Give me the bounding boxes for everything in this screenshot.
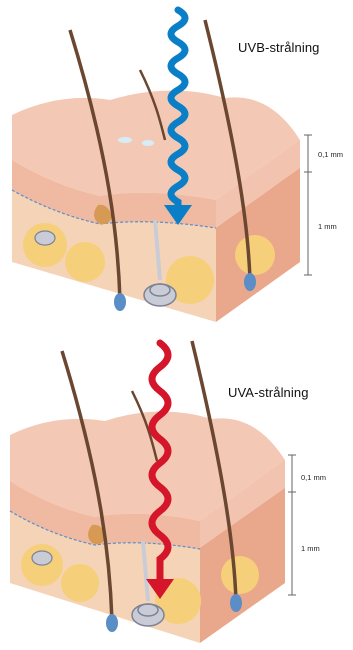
uvb-title: UVB-strålning — [238, 40, 320, 55]
hair-bulb — [230, 594, 242, 612]
scale-epidermis-label: 0,1 mm — [318, 150, 343, 159]
hair-bulb — [244, 273, 256, 291]
sweat-gland-small — [35, 231, 55, 245]
fat-cell — [221, 556, 259, 594]
sweat-gland-small — [32, 551, 52, 565]
skin-cross-section-uva — [0, 325, 353, 650]
uva-title: UVA-strålning — [228, 385, 309, 400]
pore — [118, 137, 132, 143]
fat-cell — [235, 235, 275, 275]
pore — [142, 140, 154, 146]
hair-bulb — [114, 293, 126, 311]
scale-dermis-label: 1 mm — [301, 544, 320, 553]
scale-epidermis-label: 0,1 mm — [301, 473, 326, 482]
uva-panel: UVA-strålning 0,1 mm 1 mm — [0, 325, 353, 650]
fat-cell — [61, 564, 99, 602]
scale-dermis-label: 1 mm — [318, 222, 337, 231]
uvb-panel: UVB-strålning 0,1 mm 1 mm — [0, 0, 353, 325]
fat-cell — [65, 242, 105, 282]
hair-bulb — [106, 614, 118, 632]
